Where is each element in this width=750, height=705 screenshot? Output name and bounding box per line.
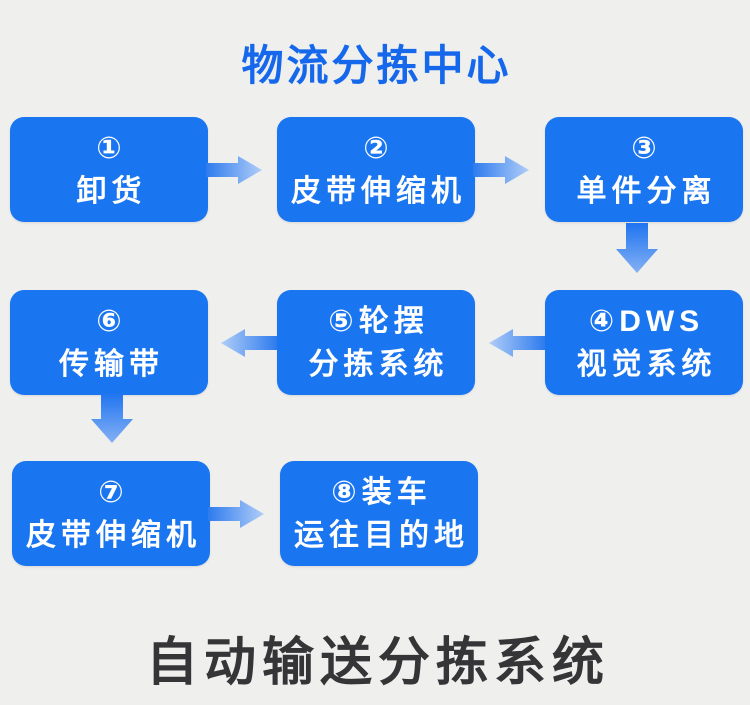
flow-node-8-load-truck: ⑧装车 运往目的地 [280, 461, 478, 566]
flow-node-4-dws-vision: ④DWS 视觉系统 [545, 290, 743, 395]
node-step-number: ③ [631, 131, 662, 165]
node-step-number: ⑤轮摆 [328, 304, 429, 338]
node-label: 传输带 [59, 347, 164, 381]
node-step-number: ⑦ [98, 475, 129, 509]
node-label: 单件分离 [576, 174, 717, 208]
flow-node-2-telescopic-belt: ② 皮带伸缩机 [277, 117, 475, 222]
flow-node-6-conveyor: ⑥ 传输带 [10, 290, 208, 395]
arrow-right-7-to-8-icon [208, 500, 264, 528]
page-title: 物流分拣中心 [241, 42, 512, 89]
arrow-right-1-to-2-icon [206, 156, 262, 184]
flow-node-1-unload: ① 卸货 [10, 117, 208, 222]
node-step-number: ④DWS [588, 304, 705, 338]
node-label: 分拣系统 [308, 347, 449, 381]
arrow-down-6-to-7-icon [91, 393, 133, 443]
flow-node-7-telescopic-belt: ⑦ 皮带伸缩机 [12, 461, 210, 566]
footer-title: 自动输送分拣系统 [145, 634, 610, 692]
node-step-number: ⑧装车 [331, 475, 432, 509]
flow-node-5-wheel-sorter: ⑤轮摆 分拣系统 [277, 290, 475, 395]
node-label: 卸货 [76, 174, 147, 208]
node-label: 视觉系统 [576, 347, 717, 381]
node-label: 运往目的地 [294, 518, 469, 552]
node-step-number: ① [96, 131, 127, 165]
node-step-number: ② [363, 131, 394, 165]
node-label: 皮带伸缩机 [26, 518, 201, 552]
flow-node-3-singulation: ③ 单件分离 [545, 117, 743, 222]
arrow-left-5-to-6-icon [221, 329, 277, 357]
arrow-left-4-to-5-icon [489, 329, 545, 357]
node-step-number: ⑥ [96, 304, 127, 338]
arrow-down-3-to-4-icon [616, 223, 658, 273]
node-label: 皮带伸缩机 [291, 174, 466, 208]
arrow-right-2-to-3-icon [473, 156, 529, 184]
